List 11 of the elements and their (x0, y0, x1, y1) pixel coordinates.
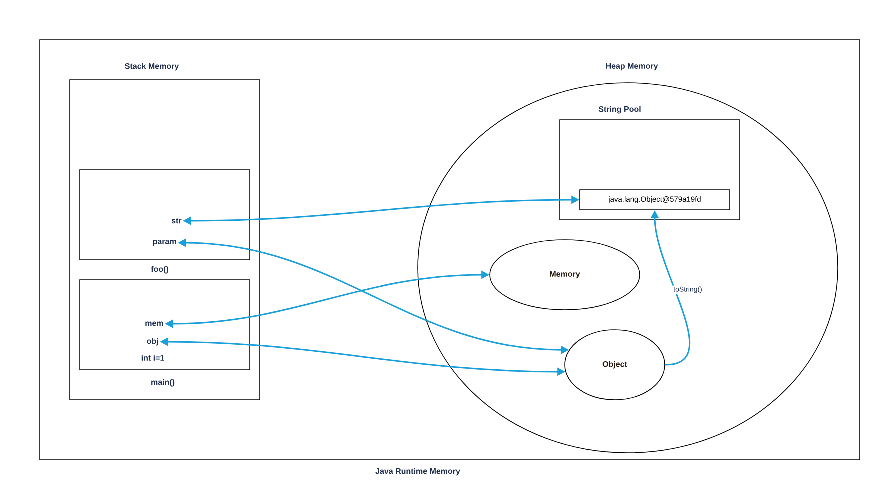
variable-name: mem (146, 322, 164, 326)
node-label: Heap Memory (606, 63, 658, 71)
node-label: main() (152, 379, 175, 387)
variable-name: param (153, 240, 176, 246)
variable-name: str (172, 218, 182, 224)
node-label: Stack Memory (125, 63, 180, 71)
node-label: foo() (151, 266, 168, 274)
node-label: Java Runtime Memory (376, 468, 460, 476)
variable-name: int i=1 (142, 355, 164, 361)
variable-name: obj (147, 338, 158, 346)
node-label: String Pool (598, 106, 641, 114)
